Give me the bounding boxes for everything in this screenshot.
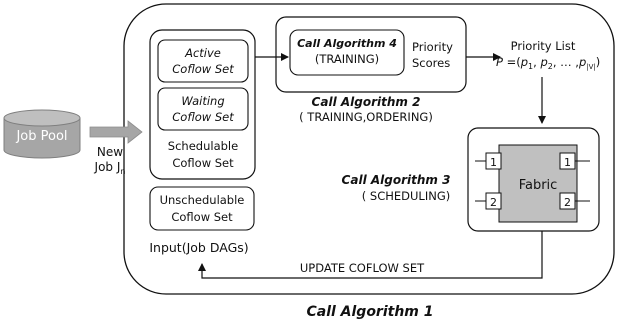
unschedulable-label-line2: Coflow Set [171,210,233,224]
fabric-label: Fabric [519,178,558,193]
algorithm-4-title: Call Algorithm 4 [297,37,397,50]
algorithm-3-title: Call Algorithm 3 [342,173,451,187]
update-coflow-set-label: UPDATE COFLOW SET [300,261,425,275]
algorithm-2-container [275,16,467,93]
outer-algorithm-container [123,3,615,295]
algorithm-3-sub: ( SCHEDULING) [362,189,450,203]
algorithm-4-sub: (TRAINING) [315,52,379,66]
priority-list-formula: P =(p1, p2, … ,p|V|) [496,55,600,71]
new-job-arrow [89,120,143,144]
unschedulable-label-line1: Unschedulable [160,193,245,207]
algorithm-1-title: Call Algorithm 1 [306,304,433,320]
fabric-port-left-2-label: 2 [490,196,497,209]
new-job-label-line1: New [97,145,123,159]
schedulable-label-line1: Schedulable [168,139,238,153]
priority-scores-line2: Scores [412,56,450,70]
schedulable-label-line2: Coflow Set [172,156,234,170]
fabric-container [467,127,600,232]
fabric-port-left-1 [485,152,502,170]
active-coflow-set-line1: Active [184,46,221,60]
fabric-port-left-1-label: 1 [490,156,497,169]
schedulable-container [149,29,256,180]
fabric-port-right-1-label: 1 [564,156,571,169]
job-pool-cylinder: Job Pool [3,109,81,159]
unschedulable-coflow-set-box [149,186,255,231]
active-coflow-set-line2: Coflow Set [172,62,234,76]
algorithm-2-title: Call Algorithm 2 [312,95,421,109]
fabric-port-right-2-label: 2 [564,196,571,209]
algorithm-2-sub: ( TRAINING,ORDERING) [299,110,433,124]
job-pool-label: Job Pool [15,129,67,144]
algorithm-4-box [289,29,405,76]
new-job-subscript: n [120,167,125,176]
new-job-label-line2: Job Jn [94,160,126,176]
fabric-port-left-2 [485,192,502,210]
waiting-coflow-set-line2: Coflow Set [172,110,234,124]
waiting-coflow-set-line1: Waiting [181,94,224,108]
priority-list-title: Priority List [511,39,576,53]
input-job-dags-label: Input(Job DAGs) [149,240,248,255]
priority-scores-line1: Priority [412,40,453,54]
active-coflow-set-box [157,39,249,83]
waiting-coflow-set-box [157,87,249,131]
update-coflow-set-arrow [198,231,543,279]
